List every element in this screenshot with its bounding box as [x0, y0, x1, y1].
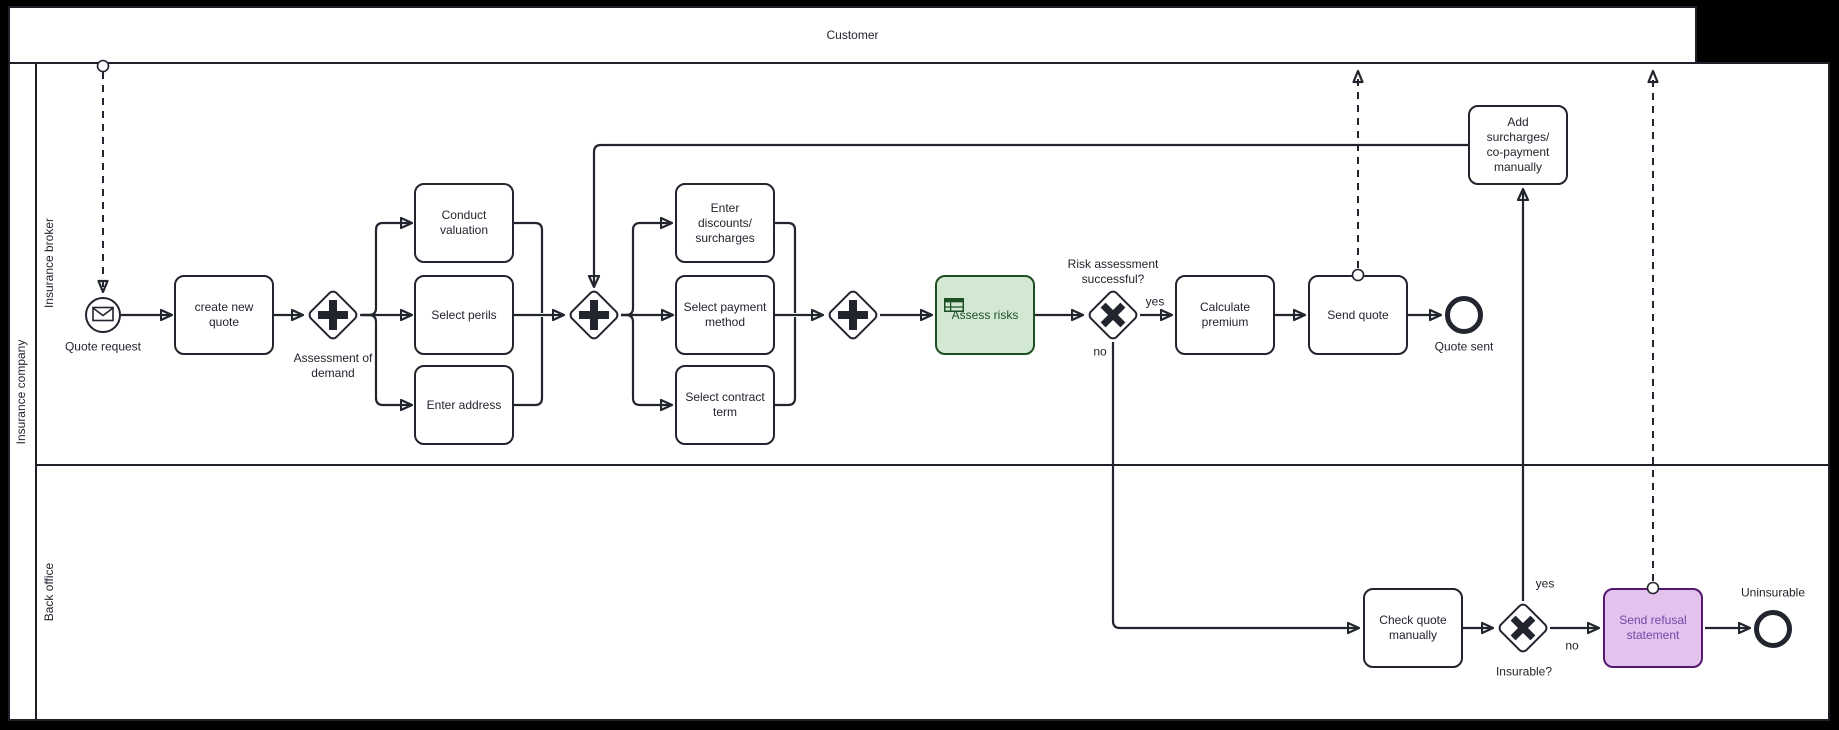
pool-customer[interactable]: Customer: [8, 6, 1697, 64]
label-insurable-no: no: [1565, 638, 1579, 653]
envelope-icon: [92, 306, 114, 325]
label-quote-request: Quote request: [64, 339, 142, 354]
gateway-xor-risk-assessment[interactable]: [1086, 288, 1140, 342]
lane-label-insurance-broker: Insurance broker: [42, 217, 56, 309]
task-enter-address[interactable]: Enter address: [414, 365, 514, 445]
pool-customer-label: Customer: [826, 28, 879, 42]
label-quote-sent: Quote sent: [1434, 339, 1494, 354]
task-select-contract-term[interactable]: Select contract term: [675, 365, 775, 445]
pool-company-label: Insurance company: [14, 339, 28, 445]
label-uninsurable: Uninsurable: [1740, 585, 1806, 600]
business-rule-table-icon: [944, 283, 964, 316]
plus-icon: [329, 300, 337, 330]
task-calculate-premium[interactable]: Calculate premium: [1175, 275, 1275, 355]
label-risk-assessment-successful: Risk assessment successful?: [1067, 257, 1159, 286]
plus-icon: [590, 300, 598, 330]
task-send-refusal-statement[interactable]: Send refusal statement: [1603, 588, 1703, 668]
gateway-parallel-join-1[interactable]: [567, 288, 621, 342]
end-event-quote-sent[interactable]: [1445, 296, 1483, 334]
task-assess-risks[interactable]: Assess risks: [935, 275, 1035, 355]
task-enter-discounts-surcharges[interactable]: Enter discounts/ surcharges: [675, 183, 775, 263]
task-select-perils[interactable]: Select perils: [414, 275, 514, 355]
label-insurable: Insurable?: [1495, 664, 1553, 679]
start-event-quote-request[interactable]: [85, 297, 121, 333]
pool-label-band[interactable]: [10, 64, 37, 719]
task-select-payment-method[interactable]: Select payment method: [675, 275, 775, 355]
label-insurable-yes: yes: [1535, 576, 1555, 591]
plus-icon: [849, 300, 857, 330]
gateway-xor-insurable[interactable]: [1496, 601, 1550, 655]
label-risk-yes: yes: [1145, 294, 1165, 309]
gateway-parallel-split-assessment[interactable]: [306, 288, 360, 342]
lane-label-back-office: Back office: [42, 562, 56, 622]
task-conduct-valuation[interactable]: Conduct valuation: [414, 183, 514, 263]
label-assessment-of-demand: Assessment of demand: [293, 351, 373, 380]
end-event-uninsurable[interactable]: [1754, 610, 1792, 648]
lane-divider: [37, 464, 1828, 466]
task-add-surcharges-copayment[interactable]: Add surcharges/ co-payment manually: [1468, 105, 1568, 185]
label-risk-no: no: [1093, 344, 1107, 359]
task-check-quote-manually[interactable]: Check quote manually: [1363, 588, 1463, 668]
task-send-quote[interactable]: Send quote: [1308, 275, 1408, 355]
task-create-new-quote[interactable]: create new quote: [174, 275, 274, 355]
gateway-parallel-join-2[interactable]: [826, 288, 880, 342]
